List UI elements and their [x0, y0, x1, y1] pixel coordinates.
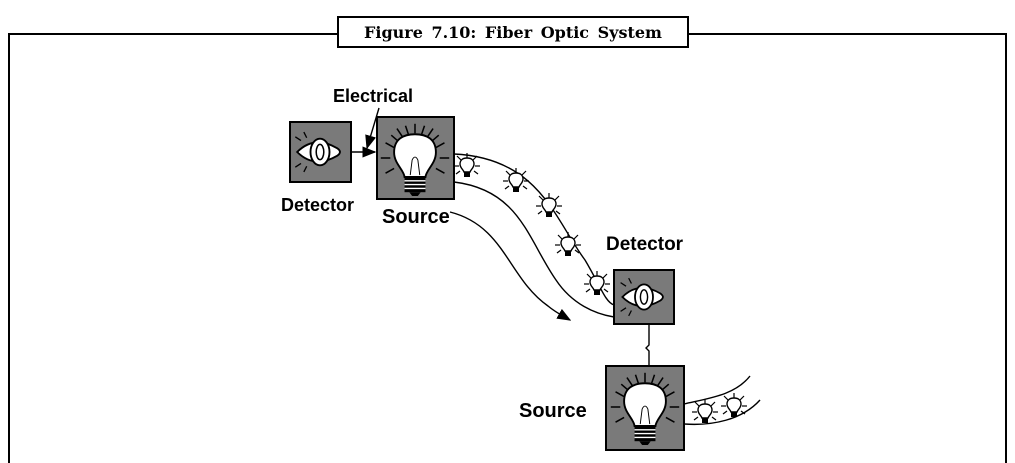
- figure-caption: Figure 7.10: Fiber Optic System: [337, 16, 689, 48]
- detector-mid: [614, 270, 674, 324]
- photon-icon: [503, 168, 529, 192]
- photon-icon: [536, 193, 562, 217]
- label-source-top: Source: [382, 206, 450, 229]
- source-top: [377, 117, 454, 199]
- electrical-link-vertical: [646, 324, 649, 366]
- label-detector-mid: Detector: [606, 234, 683, 256]
- source-bottom: [606, 366, 684, 450]
- direction-arrow: [450, 212, 570, 320]
- fiber-cable-inner: [454, 182, 614, 317]
- label-detector-left: Detector: [281, 195, 354, 216]
- label-electrical: Electrical: [333, 86, 413, 107]
- label-source-bottom: Source: [519, 400, 587, 423]
- figure-frame: [9, 34, 337, 463]
- photon-icon: [555, 232, 581, 256]
- photon-icon: [584, 271, 610, 295]
- photon-icon: [454, 153, 480, 177]
- photon-icon: [692, 399, 718, 423]
- detector-left: [290, 122, 351, 182]
